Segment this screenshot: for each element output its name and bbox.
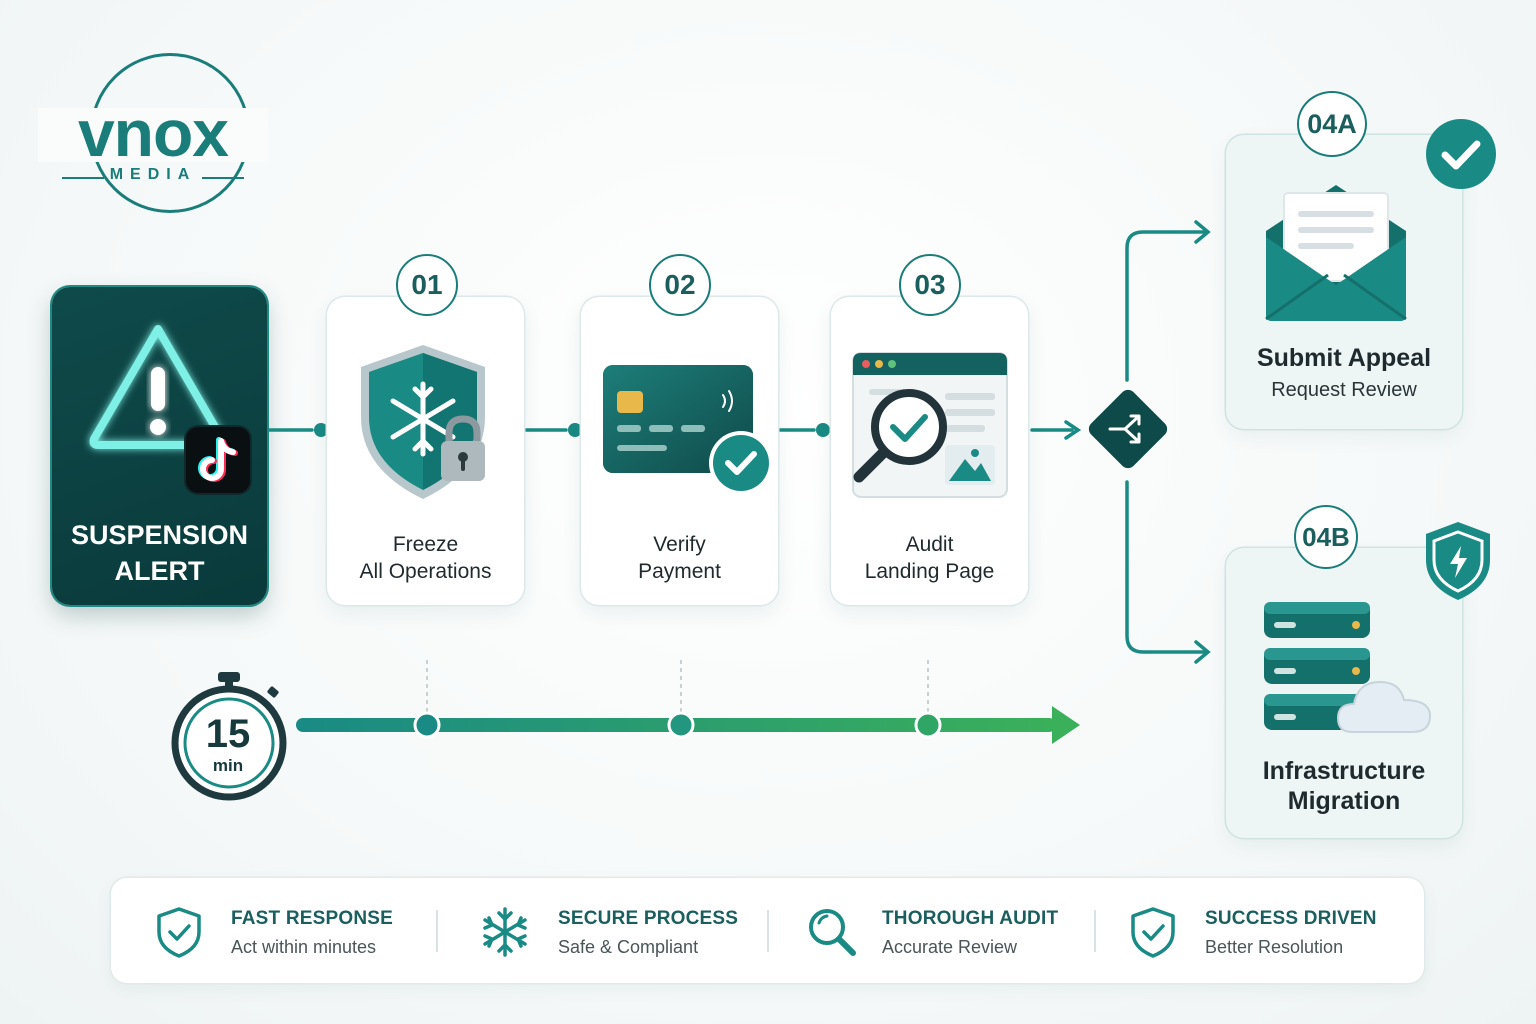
feature-title: SUCCESS DRIVEN <box>1205 908 1377 929</box>
step-card-audit-landing: Audit Landing Page <box>831 297 1028 605</box>
step-label: Audit Landing Page <box>864 533 995 583</box>
branch-split-icon <box>1088 389 1168 469</box>
step-card-verify-payment: Verify Payment <box>581 297 778 605</box>
suspension-alert-card: SUSPENSION ALERT <box>52 287 267 605</box>
outcome-card-infrastructure-migration: Infrastructure Migration <box>1226 548 1462 838</box>
outcome-number-badge: 04B <box>1294 505 1358 569</box>
logo-wordmark: vnox <box>77 96 229 170</box>
step-card-freeze: Freeze All Operations <box>327 297 524 605</box>
tiktok-icon <box>186 427 250 493</box>
shield-check-icon <box>157 907 201 958</box>
alert-title: SUSPENSION ALERT <box>70 520 249 586</box>
check-circle-icon <box>1426 119 1496 189</box>
magnifier-icon <box>809 909 856 956</box>
envelope-letter-icon <box>1265 185 1407 321</box>
brand-logo: vnox MEDIA <box>38 48 268 223</box>
timer-unit: min <box>212 756 244 775</box>
stopwatch-icon <box>171 672 287 801</box>
feature-title: THOROUGH AUDIT <box>882 908 1059 929</box>
shield-snowflake-lock-icon <box>361 345 485 499</box>
feature-subtitle: Safe & Compliant <box>558 937 699 957</box>
step-label: Verify Payment <box>638 533 721 583</box>
feature-subtitle: Accurate Review <box>882 937 1018 957</box>
credit-card-check-icon <box>603 365 773 495</box>
shield-check-icon <box>1131 907 1175 958</box>
features-bar: FAST RESPONSE Act within minutes SECURE … <box>111 878 1424 983</box>
outcome-title: Infrastructure Migration <box>1262 757 1426 815</box>
outcome-subtitle: Request Review <box>1271 379 1417 401</box>
server-cloud-icon <box>1264 602 1432 733</box>
outcome-card-submit-appeal: Submit Appeal Request Review <box>1226 135 1462 429</box>
browser-magnifier-icon <box>852 352 1008 498</box>
timer-value: 15 <box>205 712 251 756</box>
feature-subtitle: Act within minutes <box>231 937 377 957</box>
step-number-badge: 02 <box>649 254 711 316</box>
step-number-badge: 01 <box>396 254 458 316</box>
shield-bolt-icon <box>1426 522 1490 600</box>
step-number-badge: 03 <box>899 254 961 316</box>
feature-title: FAST RESPONSE <box>231 908 394 929</box>
step-label: Freeze All Operations <box>359 533 492 583</box>
logo-subtitle: MEDIA <box>109 166 197 183</box>
feature-title: SECURE PROCESS <box>558 908 739 929</box>
outcome-title: Submit Appeal <box>1256 344 1432 372</box>
feature-subtitle: Better Resolution <box>1205 937 1344 957</box>
snowflake-icon <box>483 907 527 957</box>
outcome-number-badge: 04A <box>1297 91 1367 157</box>
